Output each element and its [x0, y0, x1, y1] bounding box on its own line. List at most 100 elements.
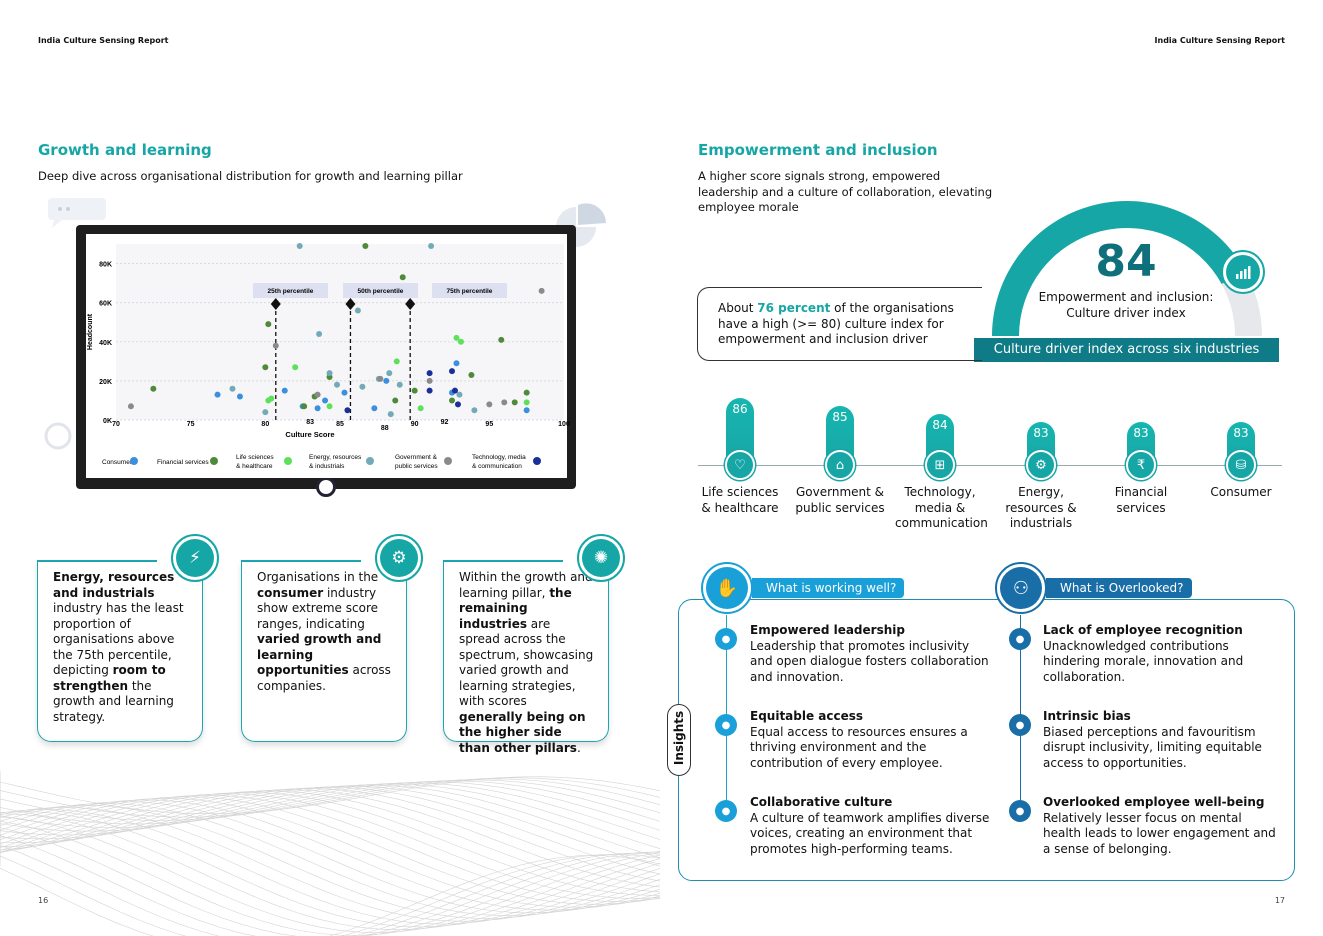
magnifier-decoration-icon: [44, 422, 72, 450]
percentile-label-box: [343, 283, 418, 298]
legend-swatch: [366, 457, 374, 465]
y-tick-label: 20K: [99, 379, 112, 386]
industry-label: Life sciences & healthcare: [701, 485, 779, 515]
industry-label: Technology, media & communication: [895, 485, 988, 530]
scatter-point: [236, 393, 243, 400]
industry-label: Government & public services: [795, 485, 885, 515]
item-text: Leadership that promotes inclusivity and…: [750, 638, 989, 684]
scatter-point: [334, 381, 341, 388]
scatter-point: [322, 397, 329, 404]
gauge-label: Empowerment and inclusion: Culture drive…: [1030, 290, 1222, 321]
rupee-icon: ₹: [1126, 450, 1156, 480]
legend-label: Consumer: [102, 459, 133, 466]
insight-card-3: Within the growth and learning pillar, t…: [443, 560, 609, 755]
scatter-point: [341, 389, 348, 396]
gauge-fill: [992, 201, 1246, 336]
y-tick-label: 40K: [99, 340, 112, 347]
scatter-point: [449, 368, 455, 375]
legend-label: & industrials: [309, 463, 345, 470]
scatter-point: [523, 399, 530, 406]
item-title: Intrinsic bias: [1043, 709, 1131, 723]
legend-label: Government &: [395, 454, 438, 461]
binoculars-icon: ⚇: [1000, 567, 1042, 609]
card-text-part: the growth and learning strategy.: [53, 678, 174, 724]
industry-label: Financial services: [1114, 485, 1168, 515]
scatter-point: [498, 336, 505, 343]
scatter-point: [457, 338, 464, 345]
culture-index-gauge: [992, 201, 1262, 336]
scatter-point: [411, 387, 418, 394]
working-well-tag: What is working well?: [752, 578, 904, 598]
heart-hand-icon: ♡: [725, 450, 755, 480]
scatter-point: [359, 383, 366, 390]
scatter-point: [362, 242, 369, 249]
scatter-point: [229, 385, 236, 392]
scatter-point: [468, 372, 475, 379]
card-text-part: are spread across the spectrum, showcasi…: [459, 616, 594, 709]
empowerment-title: Empowerment and inclusion: [698, 141, 938, 159]
head-gear-icon: ✺: [582, 539, 620, 577]
scatter-point: [426, 370, 433, 377]
item-title: Lack of employee recognition: [1043, 623, 1243, 637]
handshake-icon: ✋: [706, 567, 748, 609]
card-top-border: [241, 560, 361, 562]
scatter-point: [523, 389, 530, 396]
growth-learning-title: Growth and learning: [38, 141, 212, 159]
recognition-icon: ●: [1009, 628, 1031, 650]
scatter-point: [453, 360, 460, 367]
bias-icon: ●: [1009, 714, 1031, 736]
card-text-part: generally being on the higher side than …: [459, 709, 586, 755]
scatter-point: [523, 407, 530, 414]
card-text-part: Organisations in the: [257, 570, 379, 584]
scatter-point: [268, 395, 275, 402]
scatter-point: [453, 334, 460, 341]
card-text-part: consumer: [257, 585, 324, 600]
industry-axis-line: [698, 465, 1282, 466]
shopping-icon: ⛁: [1226, 450, 1256, 480]
percentile-label-box: [432, 283, 507, 298]
callout-post: of the organisations have a high (>= 80)…: [718, 301, 954, 346]
card-top-border: [443, 560, 563, 562]
scatter-point: [326, 403, 333, 410]
legend-label: & healthcare: [236, 463, 273, 470]
scatter-point: [426, 377, 433, 384]
x-tick-label: 95: [485, 421, 493, 428]
percentile-marker: [345, 298, 356, 310]
y-tick-label: 80K: [99, 262, 112, 269]
percentile-label: 75th percentile: [447, 288, 493, 295]
x-tick-label: 80: [261, 421, 269, 428]
scatter-point: [417, 405, 424, 412]
report-header-right: India Culture Sensing Report: [1154, 36, 1285, 45]
scatter-point: [456, 391, 463, 398]
y-axis-label: Headcount: [87, 313, 94, 350]
item-title: Overlooked employee well-being: [1043, 795, 1265, 809]
item-text: Unacknowledged contributions hindering m…: [1043, 638, 1244, 684]
plot-area: [116, 244, 564, 420]
card-text-part: industry has the least proportion of org…: [53, 601, 184, 677]
scatter-point: [292, 364, 299, 371]
empowerment-subtitle: A higher score signals strong, empowered…: [698, 169, 993, 214]
scatter-point: [392, 397, 399, 404]
gauge-label-line1: Empowerment and inclusion:: [1038, 290, 1214, 304]
report-header-left: India Culture Sensing Report: [38, 36, 169, 45]
scatter-point: [383, 377, 390, 384]
growth-learning-subtitle: Deep dive across organisational distribu…: [38, 169, 463, 183]
legend-label: Financial services: [157, 459, 209, 466]
scatter-point: [399, 274, 406, 281]
x-tick-label: 100: [558, 421, 570, 428]
scatter-point: [296, 242, 303, 249]
legend-swatch: [444, 457, 452, 465]
scatter-point: [501, 399, 508, 406]
scatter-point: [471, 407, 478, 414]
insight-card-2: Organisations in the consumer industry s…: [241, 560, 407, 742]
card-text-part: industry show extreme score ranges, indi…: [257, 585, 378, 631]
page-number-left: 16: [38, 896, 49, 905]
card-text-part: .: [576, 740, 581, 755]
gauge-badge: [1221, 250, 1265, 294]
legend-label: Energy, resources: [309, 454, 362, 461]
scatter-point: [538, 287, 545, 294]
scatter-point: [426, 387, 433, 394]
